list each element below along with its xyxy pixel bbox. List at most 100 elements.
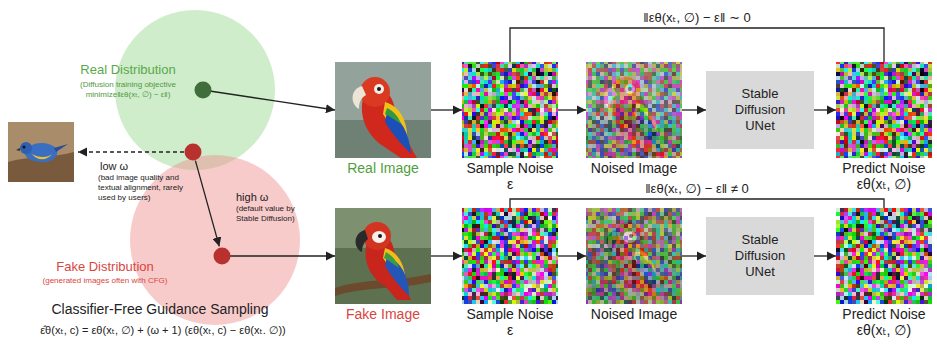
text-slot: Real Image bbox=[335, 160, 431, 176]
text-slot: Fake Image bbox=[335, 306, 431, 322]
bracket-connector bbox=[510, 28, 884, 62]
low-guidance-dot bbox=[185, 144, 202, 161]
edge-label: ‖εθ(xₜ, ∅) − ε‖ ≠ 0 bbox=[642, 181, 752, 197]
node-title: Sample Noise bbox=[462, 160, 558, 176]
node-title: Sample Noise bbox=[462, 306, 558, 322]
node-title: Real Image bbox=[335, 160, 431, 176]
text-slot: Stable Diffusion UNet bbox=[720, 232, 800, 280]
noise-image bbox=[836, 208, 932, 304]
arrow-connector bbox=[275, 101, 335, 110]
image-tile: Predict Noiseεθ(xₜ, ∅) bbox=[836, 208, 932, 338]
bird-thumbnail bbox=[8, 122, 74, 182]
note-text: (bad image quality and textual alignment… bbox=[98, 173, 186, 203]
label-slot: (default value by Stable Diffusion) bbox=[236, 204, 310, 224]
arrow-connector bbox=[814, 255, 836, 256]
text-slot: (generated images often with CFG) bbox=[30, 276, 180, 286]
high-guidance-dot bbox=[214, 248, 231, 265]
arrow-connector bbox=[558, 255, 586, 256]
text-slot: ε bbox=[462, 322, 558, 338]
arrow-connector bbox=[431, 109, 462, 110]
label-slot: Classifier-Free Guidance Sampling bbox=[10, 300, 310, 318]
node-title: Noised Image bbox=[586, 306, 682, 322]
text-slot: Fake Distribution bbox=[50, 259, 160, 275]
node-title: Fake Image bbox=[335, 306, 431, 322]
text-slot: Sample Noise bbox=[462, 160, 558, 176]
guidance-label: low ω bbox=[100, 159, 170, 173]
node-subtext: εθ(xₜ, ∅) bbox=[836, 176, 932, 192]
formula-text: ε̂θ(xₜ, c) = εθ(xₜ, ∅) + (ω + 1) (εθ(xₜ,… bbox=[40, 323, 286, 337]
leader-line bbox=[222, 255, 300, 256]
image-tile: Sample Noiseε bbox=[462, 208, 558, 338]
node-title: Stable Diffusion UNet bbox=[720, 232, 800, 280]
sample-dots bbox=[185, 82, 231, 265]
node-subtext: (Diffusion training objective minimize‖ε… bbox=[68, 80, 188, 100]
guidance-label: high ω bbox=[236, 190, 306, 204]
arrow-connector bbox=[814, 109, 836, 110]
process-box: Stable Diffusion UNet bbox=[706, 217, 814, 295]
leader-line bbox=[203, 90, 275, 101]
node-title: Predict Noise bbox=[836, 306, 932, 322]
node-title: Real Distribution bbox=[68, 62, 188, 78]
small-result-image bbox=[8, 122, 74, 182]
arrow-connector bbox=[682, 109, 706, 110]
edge-label: ‖εθ(xₜ, ∅) − ε‖ ∼ 0 bbox=[640, 10, 753, 26]
image-tile: Sample Noiseε bbox=[462, 62, 558, 192]
image-tile: Predict Noiseεθ(xₜ, ∅) bbox=[836, 62, 932, 192]
high-guidance-arrow bbox=[195, 161, 219, 247]
fake-row-images bbox=[335, 208, 932, 304]
text-slot: ε bbox=[462, 176, 558, 192]
distribution-circle: Real Distribution (Diffusion training obj… bbox=[60, 10, 275, 170]
text-slot: Predict Noise bbox=[836, 306, 932, 322]
image-tile: Fake Image bbox=[335, 208, 431, 322]
text-slot: (Diffusion training objective minimize‖ε… bbox=[68, 80, 188, 100]
image-tile: Real Image bbox=[335, 62, 431, 176]
text-slot: εθ(xₜ, ∅) bbox=[836, 176, 932, 192]
node-subtext: εθ(xₜ, ∅) bbox=[836, 322, 932, 338]
noised-parrot-image bbox=[586, 62, 682, 158]
section-caption: Classifier-Free Guidance Sampling bbox=[10, 300, 310, 318]
text-slot: Real Distribution bbox=[68, 62, 188, 78]
text-slot: Stable Diffusion UNet bbox=[720, 86, 800, 134]
noised-parrot-image bbox=[586, 208, 682, 304]
node-subtext: ε bbox=[462, 322, 558, 338]
node-subtext: (generated images often with CFG) bbox=[30, 276, 180, 286]
image-tile: Noised Image bbox=[586, 208, 682, 322]
text-slot: Noised Image bbox=[586, 306, 682, 322]
node-title: Noised Image bbox=[586, 160, 682, 176]
label-slot: (bad image quality and textual alignment… bbox=[98, 173, 186, 203]
node-title: Predict Noise bbox=[836, 160, 932, 176]
noise-overlay bbox=[586, 208, 682, 304]
arrow-connector bbox=[300, 255, 335, 256]
real-sample-dot bbox=[195, 82, 212, 99]
label-slot: high ω bbox=[236, 190, 306, 204]
fake-parrot-image bbox=[335, 208, 431, 304]
text-slot: εθ(xₜ, ∅) bbox=[836, 322, 932, 338]
node-title: Stable Diffusion UNet bbox=[720, 86, 800, 134]
noise-image bbox=[462, 208, 558, 304]
bracket-connector bbox=[510, 199, 884, 208]
node-title: Fake Distribution bbox=[50, 259, 160, 275]
note-text: (default value by Stable Diffusion) bbox=[236, 204, 310, 224]
text-slot: Predict Noise bbox=[836, 160, 932, 176]
arrow-connector bbox=[431, 255, 462, 256]
edge-label-slot: ‖εθ(xₜ, ∅) − ε‖ ≠ 0 bbox=[642, 181, 752, 197]
process-box: Stable Diffusion UNet bbox=[706, 71, 814, 149]
image-tile: Noised Image bbox=[586, 62, 682, 176]
node-subtext: ε bbox=[462, 176, 558, 192]
noise-overlay bbox=[586, 62, 682, 158]
low-guidance-arrow bbox=[78, 151, 184, 152]
arrow-connector bbox=[682, 255, 706, 256]
arrow-connector bbox=[558, 109, 586, 110]
real-row-images bbox=[335, 62, 932, 158]
label-slot: low ω bbox=[100, 159, 170, 173]
edge-label-slot: ‖εθ(xₜ, ∅) − ε‖ ∼ 0 bbox=[640, 10, 753, 26]
leader-lines bbox=[203, 90, 300, 256]
connectors bbox=[275, 28, 884, 256]
label-slot: ε̂θ(xₜ, c) = εθ(xₜ, ∅) + (ω + 1) (εθ(xₜ,… bbox=[2, 320, 324, 338]
text-slot: Sample Noise bbox=[462, 306, 558, 322]
real-parrot-image bbox=[335, 62, 431, 158]
text-slot: Noised Image bbox=[586, 160, 682, 176]
noise-image bbox=[836, 62, 932, 158]
noise-image bbox=[462, 62, 558, 158]
